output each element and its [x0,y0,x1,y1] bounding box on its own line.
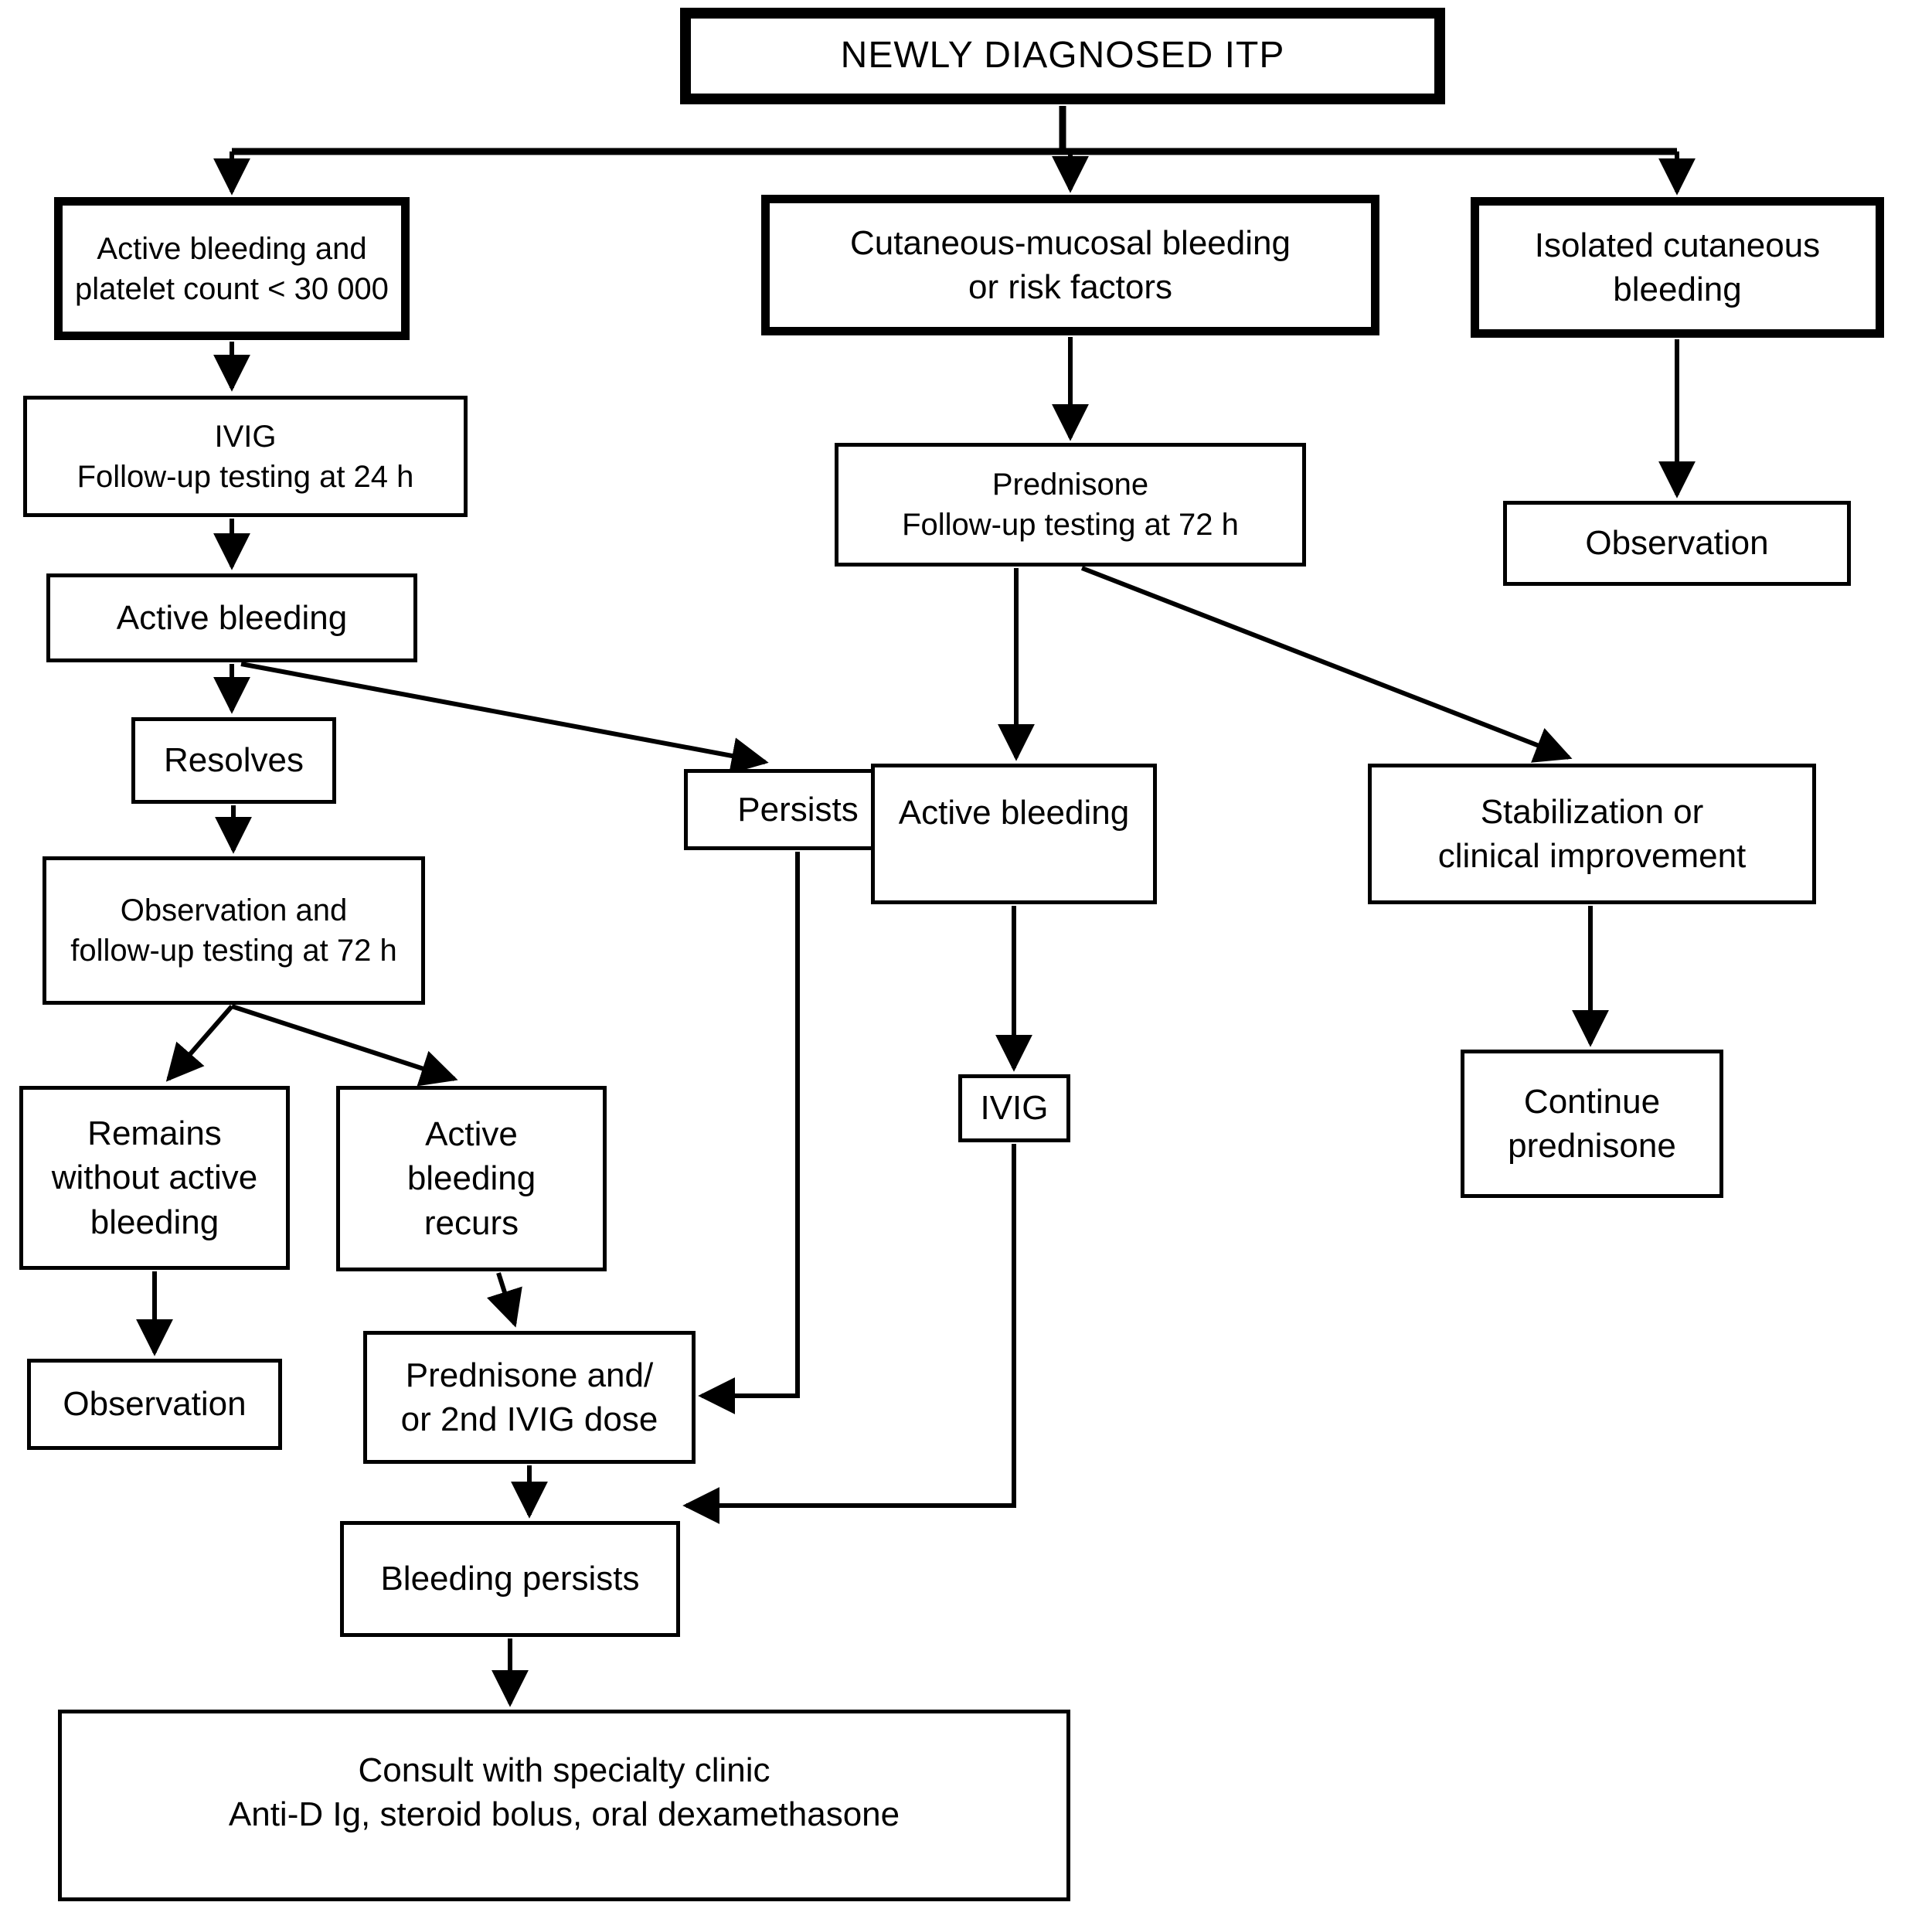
node-observation-left: Observation [27,1359,282,1450]
node-ivig-middle: IVIG [958,1074,1070,1142]
connector-persists-to-prednisone2 [698,852,800,1414]
node-active-bleeding-left: Active bleeding [46,573,417,662]
node-resolves: Resolves [131,717,336,804]
node-prednisone-or-2nd-ivig: Prednisone and/ or 2nd IVIG dose [363,1331,696,1464]
arrow-pred72-to-stabilization [1080,566,1573,763]
arrow-activebleeding-to-persists [240,662,769,774]
node-remains-without-active-bleeding: Remains without active bleeding [19,1086,290,1270]
node-prednisone-followup-72h: Prednisone Follow-up testing at 72 h [835,443,1306,567]
node-isolated-cutaneous-bleeding: Isolated cutaneous bleeding [1471,197,1884,338]
node-consult-specialty-clinic: Consult with specialty clinic Anti-D Ig,… [58,1710,1070,1901]
arrow-recurs-to-prednisone2 [487,1272,522,1328]
node-stabilization-improvement: Stabilization or clinical improvement [1368,764,1816,904]
node-bleeding-persists: Bleeding persists [340,1521,680,1637]
node-active-bleeding-middle: Active bleeding [871,764,1157,904]
arrow-obs72-to-recurs [231,1004,458,1087]
node-ivig-followup-24h: IVIG Follow-up testing at 24 h [23,396,468,517]
node-newly-diagnosed-itp: NEWLY DIAGNOSED ITP [680,8,1445,104]
connector-ivig-to-bleedingpersists [682,1144,1016,1524]
arrow-obs72-to-remains [165,1005,234,1082]
node-active-bleeding-low-platelets: Active bleeding and platelet count < 30 … [54,197,410,340]
node-cutaneous-mucosal-bleeding: Cutaneous-mucosal bleeding or risk facto… [761,195,1379,335]
node-observation-followup-72h: Observation and follow-up testing at 72 … [43,856,425,1005]
node-continue-prednisone: Continue prednisone [1461,1050,1723,1198]
node-active-bleeding-recurs: Active bleeding recurs [336,1086,607,1271]
node-observation-right: Observation [1503,501,1851,586]
